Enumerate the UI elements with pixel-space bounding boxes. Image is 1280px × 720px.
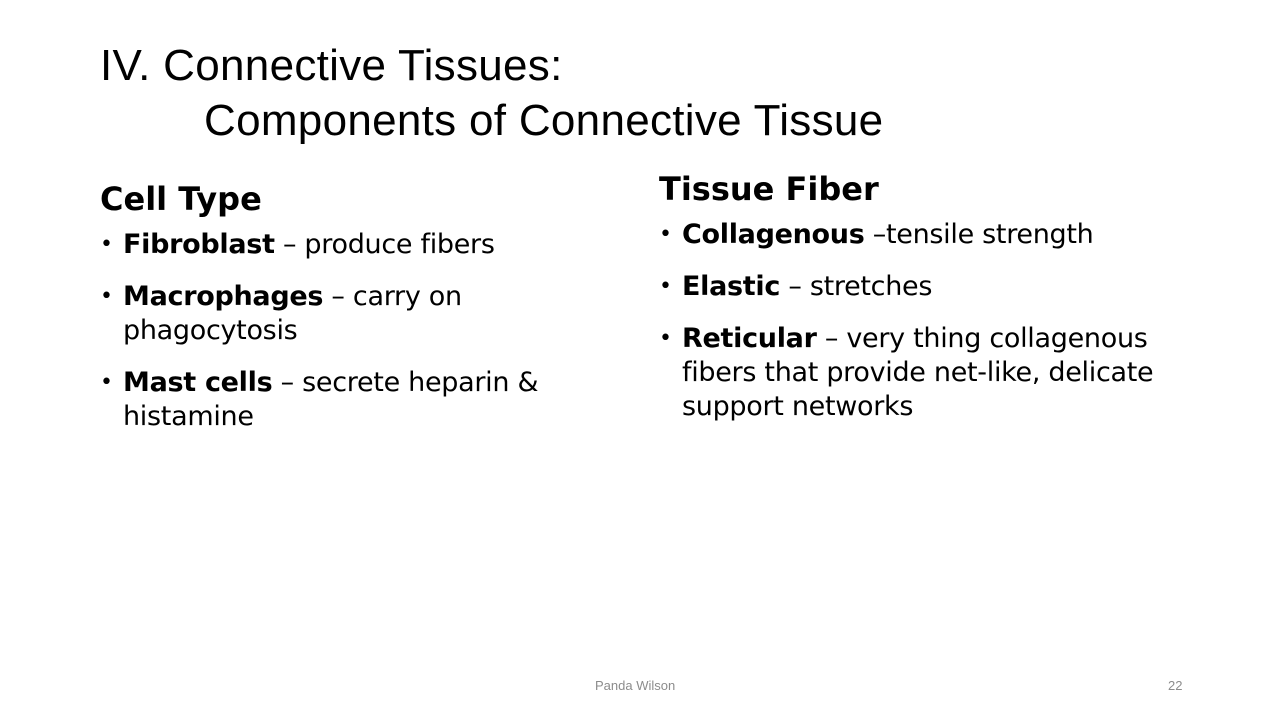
item-description: – secrete heparin & histamine (123, 367, 539, 432)
footer-author: Panda Wilson (595, 678, 676, 693)
cell-type-heading: Cell Type (100, 180, 262, 218)
list-item: • Reticular – very thing collagenous fibe… (659, 322, 1179, 424)
list-item: • Macrophages – carry on phagocytosis (100, 280, 630, 348)
item-term: Reticular (682, 323, 817, 354)
item-description: – carry on phagocytosis (123, 281, 462, 346)
bullet-icon: • (100, 284, 113, 309)
item-description: – stretches (780, 271, 933, 302)
cell-type-list: • Fibroblast – produce fibers • Macrophage… (100, 228, 630, 434)
item-term: Collagenous (682, 219, 865, 250)
slide-title: IV. Connective Tissues: Components of Co… (100, 38, 883, 148)
item-term: Macrophages (123, 281, 324, 312)
cell-type-column: Cell Type • Fibroblast – produce fibers •… (100, 178, 630, 452)
bullet-icon: • (659, 274, 672, 299)
slide-title-line1: IV. Connective Tissues: (100, 41, 563, 90)
item-description: – very thing collagenous fibers that pro… (682, 323, 1154, 422)
list-item: • Fibroblast – produce fibers (100, 228, 630, 262)
bullet-icon: • (100, 370, 113, 395)
tissue-fiber-heading: Tissue Fiber (659, 170, 879, 208)
list-item: • Collagenous –tensile strength (659, 218, 1179, 252)
bullet-icon: • (659, 326, 672, 351)
list-item: • Mast cells – secrete heparin & histamin… (100, 366, 630, 434)
tissue-fiber-list: • Collagenous –tensile strength • Elastic … (659, 218, 1179, 424)
slide-title-line2: Components of Connective Tissue (204, 96, 884, 145)
tissue-fiber-column: Tissue Fiber • Collagenous –tensile stren… (659, 168, 1179, 442)
list-item: • Elastic – stretches (659, 270, 1179, 304)
item-description: –tensile strength (864, 219, 1094, 250)
item-term: Fibroblast (123, 229, 275, 260)
bullet-icon: • (659, 222, 672, 247)
item-term: Elastic (682, 271, 781, 302)
page-number: 22 (1168, 678, 1183, 693)
bullet-icon: • (100, 232, 113, 257)
item-term: Mast cells (123, 367, 273, 398)
item-description: – produce fibers (274, 229, 495, 260)
